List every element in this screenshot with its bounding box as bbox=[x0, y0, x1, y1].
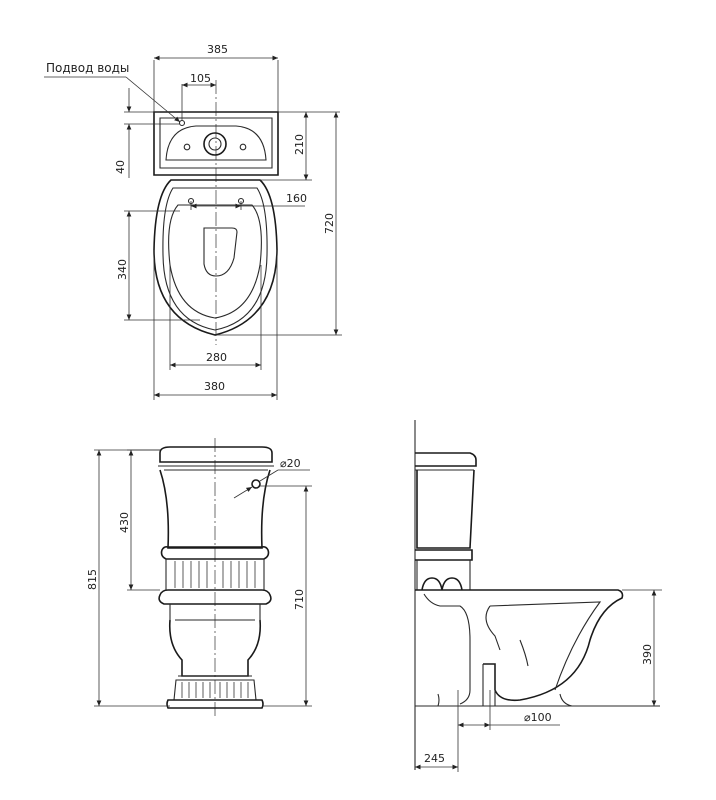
top-view: 385 105 Подвод воды 40 210 720 160 34 bbox=[44, 43, 342, 400]
water-inlet-label: Подвод воды bbox=[46, 61, 129, 75]
dim-dia-100: ⌀100 bbox=[524, 711, 552, 724]
dim-160: 160 bbox=[286, 192, 307, 205]
dim-210: 210 bbox=[293, 134, 306, 155]
side-view: ⌀100 245 390 bbox=[414, 420, 662, 772]
dim-380: 380 bbox=[204, 380, 225, 393]
dim-390: 390 bbox=[641, 644, 654, 665]
dim-720: 720 bbox=[323, 213, 336, 234]
dim-385: 385 bbox=[207, 43, 228, 56]
front-view: ⌀20 815 430 710 bbox=[86, 438, 312, 718]
dim-280: 280 bbox=[206, 351, 227, 364]
dim-dia-20: ⌀20 bbox=[280, 457, 301, 470]
dim-340: 340 bbox=[116, 259, 129, 280]
dim-105: 105 bbox=[190, 72, 211, 85]
dim-245: 245 bbox=[424, 752, 445, 765]
dim-430: 430 bbox=[118, 512, 131, 533]
dim-710: 710 bbox=[293, 589, 306, 610]
dim-40: 40 bbox=[114, 160, 127, 174]
dim-815: 815 bbox=[86, 569, 99, 590]
